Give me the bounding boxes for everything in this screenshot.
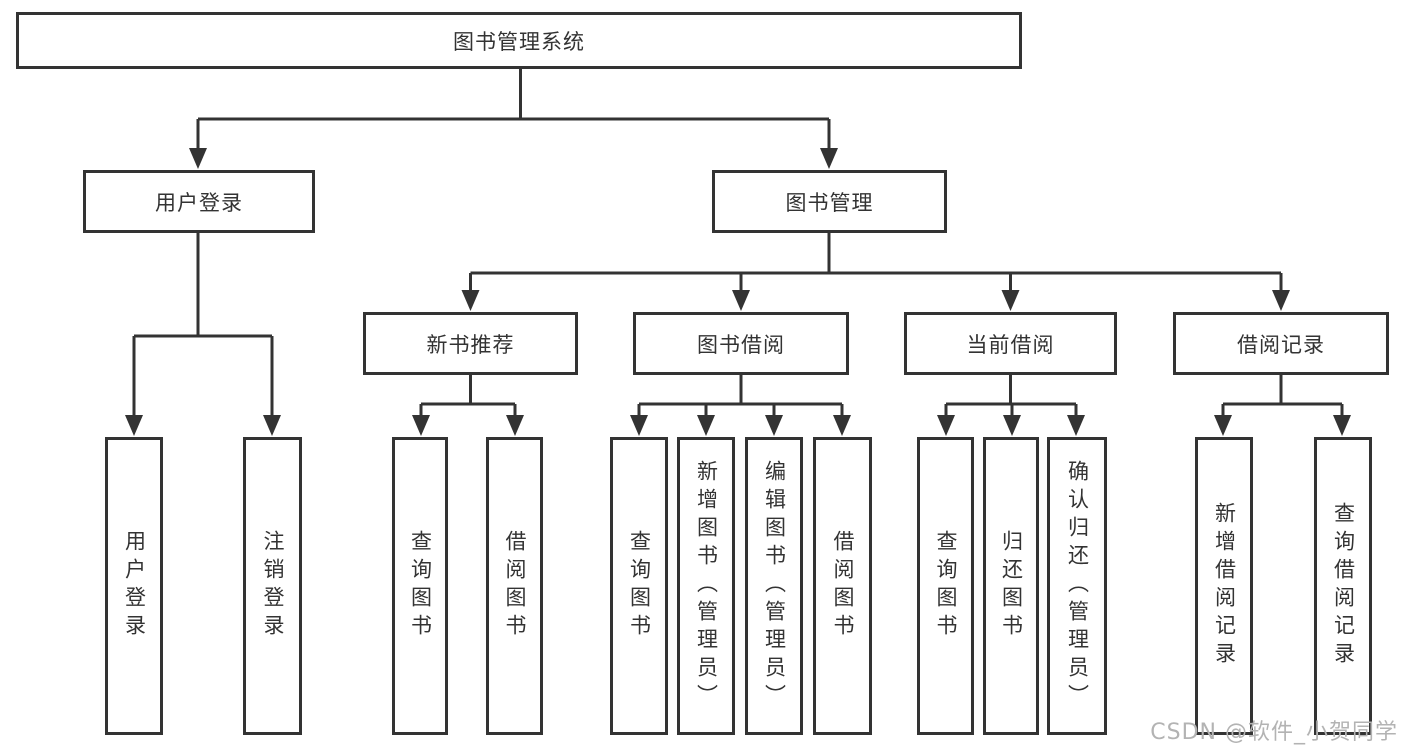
node-borrowing-records-label: 借阅记录 bbox=[1237, 332, 1325, 357]
leaf-add-borrow-record-label: 新增借阅记录 bbox=[1212, 502, 1237, 670]
leaf-add-books-admin-label: 新增图书（管理员） bbox=[694, 460, 719, 712]
leaf-edit-books-admin: 编辑图书（管理员） bbox=[745, 437, 803, 735]
leaf-confirm-return-admin-label: 确认归还（管理员） bbox=[1065, 460, 1090, 712]
leaf-borrow-books-borrowing: 借阅图书 bbox=[813, 437, 872, 735]
node-book-management-label: 图书管理 bbox=[785, 190, 874, 215]
leaf-user-login-label: 用户登录 bbox=[122, 530, 147, 642]
node-borrowing-records: 借阅记录 bbox=[1173, 312, 1389, 375]
node-book-borrowing-label: 图书借阅 bbox=[697, 332, 785, 357]
node-library-system: 图书管理系统 bbox=[16, 12, 1022, 69]
leaf-logout-label: 注销登录 bbox=[261, 530, 285, 642]
leaf-add-books-admin: 新增图书（管理员） bbox=[677, 437, 735, 735]
leaf-user-login: 用户登录 bbox=[105, 437, 163, 735]
leaf-query-books-recommend: 查询图书 bbox=[392, 437, 448, 735]
leaf-query-borrow-record: 查询借阅记录 bbox=[1314, 437, 1372, 735]
leaf-logout: 注销登录 bbox=[243, 437, 302, 735]
leaf-confirm-return-admin: 确认归还（管理员） bbox=[1047, 437, 1107, 735]
leaf-edit-books-admin-label: 编辑图书（管理员） bbox=[762, 460, 787, 712]
node-current-borrowing-label: 当前借阅 bbox=[966, 332, 1055, 357]
leaf-add-borrow-record: 新增借阅记录 bbox=[1195, 437, 1253, 735]
node-current-borrowing: 当前借阅 bbox=[904, 312, 1117, 375]
node-user-login-label: 用户登录 bbox=[155, 190, 243, 215]
node-new-book-recommend-label: 新书推荐 bbox=[426, 332, 515, 357]
node-new-book-recommend: 新书推荐 bbox=[363, 312, 578, 375]
leaf-query-books-borrowing: 查询图书 bbox=[610, 437, 668, 735]
leaf-query-books-borrowing-label: 查询图书 bbox=[627, 530, 652, 642]
leaf-borrow-books-recommend: 借阅图书 bbox=[486, 437, 543, 735]
leaf-borrow-books-borrowing-label: 借阅图书 bbox=[831, 530, 855, 642]
leaf-return-books: 归还图书 bbox=[983, 437, 1039, 735]
leaf-query-books-recommend-label: 查询图书 bbox=[408, 530, 433, 642]
leaf-query-books-current-label: 查询图书 bbox=[934, 530, 958, 642]
node-book-management: 图书管理 bbox=[712, 170, 947, 233]
node-user-login: 用户登录 bbox=[83, 170, 315, 233]
leaf-return-books-label: 归还图书 bbox=[999, 530, 1024, 642]
leaf-borrow-books-recommend-label: 借阅图书 bbox=[503, 530, 527, 642]
node-book-borrowing: 图书借阅 bbox=[633, 312, 849, 375]
leaf-query-books-current: 查询图书 bbox=[917, 437, 974, 735]
csdn-watermark: CSDN @软件_小贺同学 bbox=[1150, 720, 1398, 745]
node-library-system-label: 图书管理系统 bbox=[453, 29, 585, 54]
leaf-query-borrow-record-label: 查询借阅记录 bbox=[1331, 502, 1356, 670]
